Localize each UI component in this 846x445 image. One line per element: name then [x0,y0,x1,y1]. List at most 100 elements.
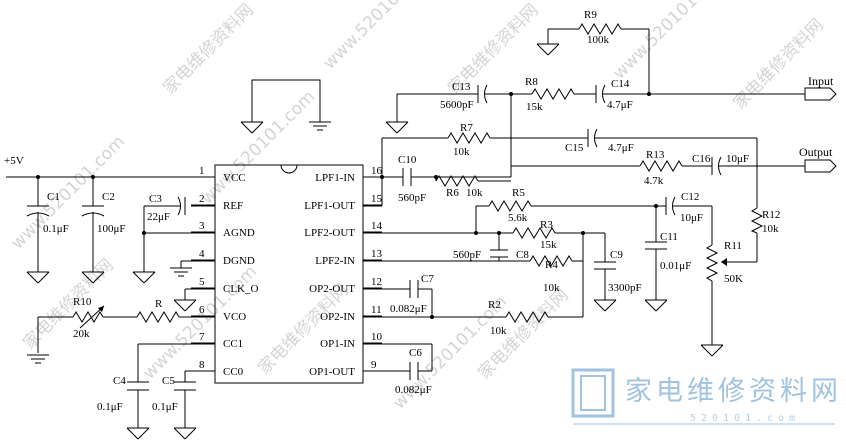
r11-value: 50K [724,273,743,285]
c3-ref: C3 [149,193,162,205]
ic-pin-number: 3 [199,220,205,232]
c4-value: 0.1μF [97,401,123,413]
watermark-site-3: 家电维修资料网 [729,15,827,113]
ic-pin-name: CLK_O [223,283,259,295]
r3-ref: R3 [540,219,553,231]
r-ref: R [155,298,163,310]
top-grounds [240,79,332,134]
c8-ref: C8 [516,249,529,261]
c1-ref: C1 [47,191,60,203]
c15-value: 4.7μF [608,142,634,154]
c11-value: 0.01μF [660,260,691,272]
watermark-site-1: 家电维修资料网 [159,0,257,98]
ic-pin-name: CC0 [223,366,244,378]
r2-ref: R2 [488,299,501,311]
c16-ref: C16 [692,153,711,165]
ic-pin-number: 16 [371,165,383,177]
output-port-label: Output [799,145,833,159]
watermark-site-4: 家电维修资料网 [19,255,117,353]
c9-value: 3300pF [608,282,642,294]
watermark-url-4: www.520101.com [609,0,731,84]
c13-ref: C13 [452,81,471,93]
c14-value: 4.7μF [607,99,633,111]
c1-value: 0.1μF [43,223,69,235]
ic-pin-number: 10 [371,331,383,343]
c6-ref: C6 [409,347,422,359]
c10-ref: C10 [398,154,417,166]
ic-pin-number: 11 [371,304,382,316]
c12-ref: C12 [681,191,699,203]
ic-pin-name: AGND [223,227,255,239]
r9-value: 100k [587,34,610,46]
input-port-label: Input [808,74,834,88]
ic-pin-name: CC1 [223,338,243,350]
r13-ref: R13 [646,149,665,161]
r3-value: 15k [540,239,557,251]
r12-ref: R12 [762,209,780,221]
ic-pin-number: 5 [199,276,205,288]
r6-ref: R6 [446,187,459,199]
c11-ref: C11 [660,231,678,243]
ic-pin-name: OP1-OUT [309,366,355,378]
r11-ref: R11 [724,240,742,252]
c8-value: 560pF [453,249,481,261]
c5-ref: C5 [162,375,175,387]
c15-ref: C15 [565,142,584,154]
c2-ref: C2 [102,191,115,203]
ic-pin-name: VCC [223,172,246,184]
r8-ref: R8 [525,76,538,88]
ic-pin-name: OP2-IN [320,311,355,323]
c7-value: 0.082μF [390,303,427,315]
c10-value: 560pF [398,192,426,204]
watermark-url-3: www.520101.com [319,0,441,74]
ic-pin-name: VCO [223,311,246,323]
ic-pin-number: 12 [371,276,382,288]
ic-pin-name: LPF1-OUT [304,200,355,212]
ic-pin-number: 6 [199,304,205,316]
ic-pin-name: DGND [223,255,255,267]
r8-value: 15k [526,101,543,113]
r4-ref: R4 [545,259,558,271]
c4-ref: C4 [113,375,126,387]
ic-pin-name: REF [223,200,243,212]
r10-ref: R10 [73,296,92,308]
r10-value: 20k [73,328,90,340]
site-logo: 家电维修资料网 520101.com [571,368,842,425]
filter-network: R9 100k Input C13 5600pF R8 15k C14 4.7μ… [363,9,837,396]
ic-pin-number: 4 [199,248,205,260]
c2-value: 100μF [97,223,126,235]
r7-value: 10k [453,146,470,158]
ic-pin-number: 8 [199,359,205,371]
c7-ref: C7 [421,273,434,285]
ic-pin-number: 7 [199,331,205,343]
logo-site-name: 家电维修资料网 [625,376,842,407]
ic-pin-number: 9 [371,359,377,371]
ic-pin-name: LPF2-IN [315,255,355,267]
r6-value: 10k [466,187,483,199]
c3-value: 22μF [147,211,170,223]
c13-value: 5600pF [440,99,474,111]
watermark-url-2: www.520101.com [197,87,319,209]
r7-ref: R7 [460,122,473,134]
supply-section: +5V C1 0.1μF C2 100μF C3 22μF [4,155,215,440]
ic-pin-number: 1 [199,165,205,177]
supply-label: +5V [4,155,24,167]
c16-value: 10μF [726,153,749,165]
ic-pin-number: 13 [371,248,383,260]
r5-ref: R5 [512,187,525,199]
